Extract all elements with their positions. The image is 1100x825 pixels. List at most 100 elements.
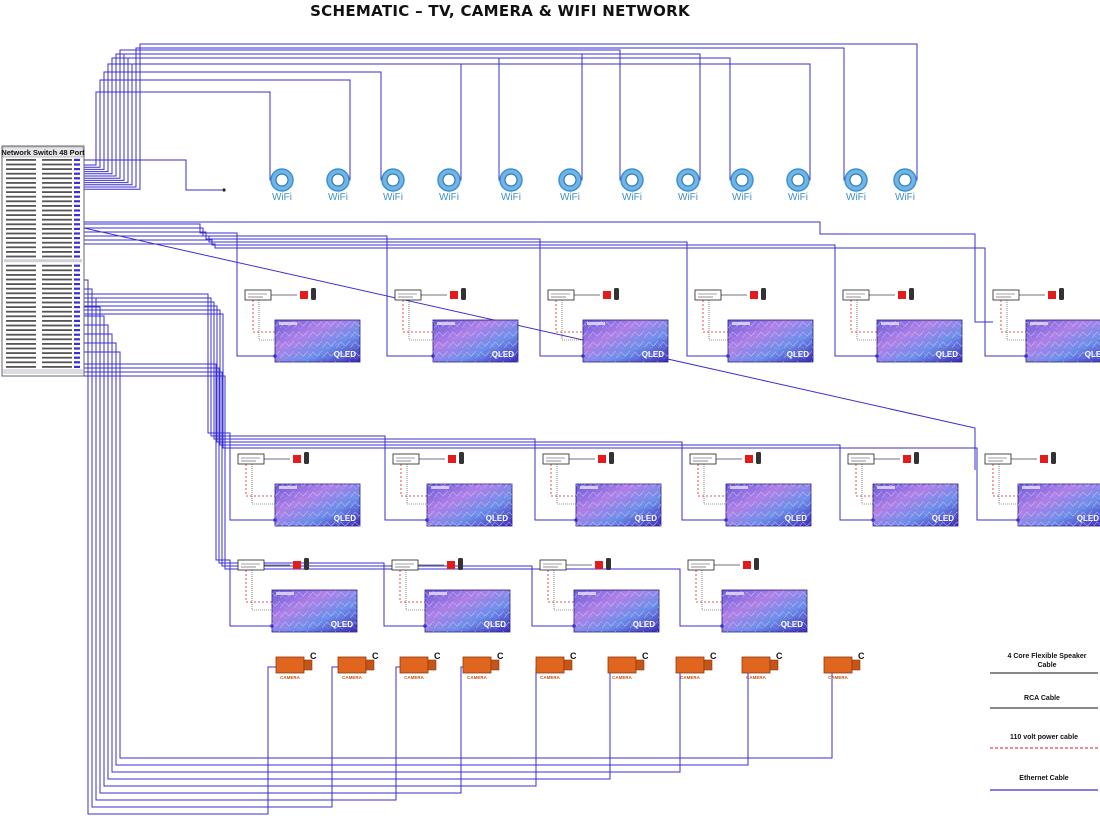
camera-body bbox=[535, 656, 565, 674]
camera-lens bbox=[427, 659, 437, 671]
switch-port bbox=[74, 338, 80, 341]
wire bbox=[556, 464, 576, 505]
switch-port-row bbox=[42, 172, 72, 175]
switch-port-row bbox=[6, 159, 36, 161]
qled-logo: QLED bbox=[932, 514, 954, 523]
switch-port bbox=[74, 315, 80, 318]
tv-displays: QLEDQLEDQLEDQLEDQLEDQLEDQLEDQLEDQLEDQLED… bbox=[237, 288, 1100, 633]
switch-port-row bbox=[6, 315, 36, 318]
wire bbox=[400, 464, 427, 497]
switch-port bbox=[74, 214, 80, 217]
switch-port-row bbox=[42, 214, 72, 216]
switch-port-row bbox=[42, 223, 72, 226]
camera-label: CAMERA bbox=[746, 675, 766, 680]
wire bbox=[84, 91, 282, 181]
wifi-icon-inner bbox=[898, 173, 912, 187]
receiver-box bbox=[547, 289, 575, 301]
switch-port-row bbox=[42, 310, 72, 313]
cameras: CAMERACCAMERACCAMERACCAMERACCAMERACCAMER… bbox=[275, 651, 865, 680]
switch-port-row bbox=[6, 195, 36, 198]
switch-port-row bbox=[42, 269, 72, 272]
wire bbox=[84, 324, 611, 780]
tv-port bbox=[726, 354, 730, 358]
switch-port-row bbox=[42, 297, 72, 299]
tv-port bbox=[1024, 354, 1028, 358]
switch-port bbox=[74, 227, 80, 230]
apple-tv-icon bbox=[743, 561, 751, 569]
camera-lens bbox=[303, 659, 313, 671]
wire bbox=[84, 333, 681, 773]
wire bbox=[84, 279, 276, 815]
wifi-icon-inner bbox=[331, 173, 345, 187]
wire bbox=[402, 300, 433, 333]
wire bbox=[408, 300, 433, 341]
tv-port bbox=[572, 624, 576, 628]
wire bbox=[1000, 300, 1026, 333]
switch-port bbox=[74, 329, 80, 332]
wire bbox=[697, 464, 726, 497]
switch-port-row bbox=[6, 241, 36, 244]
camera-lens bbox=[563, 659, 573, 671]
remote-icon bbox=[756, 452, 761, 464]
legend: 4 Core Flexible Speaker Cable RCA Cable … bbox=[990, 653, 1098, 791]
apple-tv-icon bbox=[903, 455, 911, 463]
tv-screen-text bbox=[726, 592, 744, 595]
receiver-box bbox=[842, 289, 870, 301]
wire bbox=[84, 363, 272, 627]
tv-port bbox=[273, 518, 277, 522]
wire bbox=[84, 288, 338, 808]
receiver-box bbox=[539, 559, 567, 571]
switch-port-row bbox=[6, 361, 36, 364]
wire bbox=[84, 63, 811, 186]
camera-lens bbox=[365, 659, 375, 671]
wire bbox=[701, 570, 722, 611]
switch-port-row bbox=[6, 191, 36, 193]
camera-label: CAMERA bbox=[828, 675, 848, 680]
wire bbox=[998, 464, 1018, 505]
wire bbox=[1006, 300, 1026, 341]
camera-lens bbox=[703, 659, 713, 671]
switch-port-row bbox=[42, 301, 72, 304]
remote-icon bbox=[609, 452, 614, 464]
receiver-box bbox=[694, 289, 722, 301]
wifi-label: WiFi bbox=[501, 192, 521, 203]
tv-screen-text bbox=[881, 322, 899, 325]
switch-port-row bbox=[6, 347, 36, 350]
switch-port-row bbox=[6, 168, 36, 170]
camera-letter: C bbox=[710, 651, 717, 661]
tv-screen-text bbox=[1030, 322, 1048, 325]
camera-letter: C bbox=[570, 651, 577, 661]
receiver-box bbox=[984, 453, 1012, 465]
tv-texture bbox=[726, 484, 811, 526]
tv-screen-text bbox=[429, 592, 447, 595]
switch-port-row bbox=[6, 205, 36, 207]
tv-screen-text bbox=[1022, 486, 1040, 489]
switch-port-row bbox=[6, 352, 36, 354]
switch-port bbox=[74, 250, 80, 253]
tv-texture bbox=[1026, 320, 1100, 362]
switch-port bbox=[74, 333, 80, 336]
apple-tv-icon bbox=[293, 455, 301, 463]
switch-port-row bbox=[42, 255, 72, 258]
qled-logo: QLED bbox=[781, 620, 803, 629]
apple-tv-icon bbox=[595, 561, 603, 569]
wifi-icon-inner bbox=[849, 173, 863, 187]
wire bbox=[251, 464, 275, 505]
remote-icon bbox=[311, 288, 316, 300]
switch-port bbox=[74, 296, 80, 299]
receiver-box bbox=[992, 289, 1020, 301]
tv-port bbox=[431, 354, 435, 358]
qled-logo: QLED bbox=[334, 350, 356, 359]
switch-port-row bbox=[42, 274, 72, 276]
switch-port bbox=[74, 172, 80, 175]
qled-logo: QLED bbox=[642, 350, 664, 359]
wifi-icon-inner bbox=[735, 173, 749, 187]
tv-port bbox=[270, 624, 274, 628]
switch-port bbox=[74, 306, 80, 309]
wifi-icon-inner bbox=[563, 173, 577, 187]
tv-texture bbox=[583, 320, 668, 362]
switch-port-row bbox=[6, 320, 36, 322]
wifi-label: WiFi bbox=[439, 192, 459, 203]
tv-texture bbox=[427, 484, 512, 526]
switch-port-row bbox=[6, 356, 36, 359]
